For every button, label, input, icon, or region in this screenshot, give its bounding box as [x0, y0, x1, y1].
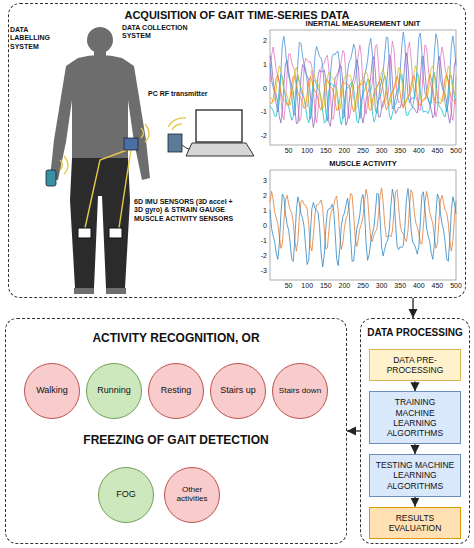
activity-circle: Stairs down: [272, 363, 328, 419]
activity-circle: Resting: [148, 363, 204, 419]
panel-heading: FREEZING OF GAIT DETECTION: [6, 433, 346, 447]
activity-circle: Stairs up: [210, 363, 266, 419]
axis-tick: 350: [394, 282, 406, 289]
axis-tick: 100: [301, 147, 313, 154]
chart-frames: [270, 30, 456, 280]
activity-label: Stairs down: [279, 387, 321, 396]
process-label: TESTING MACHINE LEARNING ALGORITHMS: [374, 460, 456, 491]
process-label: DATA PRE-PROCESSING: [374, 355, 456, 375]
axis-tick: -2: [261, 132, 267, 139]
chart-title: INERTIAL MEASUREMENT UNIT: [306, 20, 421, 28]
process-box: RESULTS EVALUATION: [369, 507, 461, 539]
chart-title: MUSCLE ACTIVITY: [329, 160, 397, 168]
panel-heading: ACTIVITY RECOGNITION, OR: [6, 331, 346, 345]
axis-tick: 200: [339, 282, 351, 289]
axis-tick: 50: [285, 282, 293, 289]
axis-tick: 400: [413, 282, 425, 289]
axis-tick: 500: [450, 282, 462, 289]
axis-tick: 300: [376, 147, 388, 154]
axis-tick: 250: [357, 282, 369, 289]
process-label: RESULTS EVALUATION: [374, 513, 456, 533]
axis-tick: 450: [432, 147, 444, 154]
axis-tick: 100: [301, 282, 313, 289]
axis-tick: -2: [261, 252, 267, 259]
signal-trace: [270, 189, 456, 268]
imu-signal: [270, 32, 456, 127]
process-text-group: RESULTS EVALUATION: [374, 513, 456, 533]
process-label: TRAINING MACHINE LEARNING ALGORITHMS: [374, 397, 456, 438]
axis-tick: 200: [339, 147, 351, 154]
axis-tick: 450: [432, 282, 444, 289]
callout-label: DATA LABELLING SYSTEM: [10, 26, 68, 51]
flow-arrow: [412, 298, 413, 318]
process-box: TESTING MACHINE LEARNING ALGORITHMS: [369, 454, 461, 497]
signal-trace: [270, 65, 456, 109]
activity-label: Walking: [36, 386, 68, 396]
activity-circle: Walking: [24, 363, 80, 419]
flow-arrow: [414, 497, 415, 507]
axis-tick: 1: [263, 207, 267, 214]
axis-tick: 50: [285, 147, 293, 154]
axis-tick: 1: [263, 60, 267, 67]
axis-tick: -1: [261, 108, 267, 115]
dashed-panel: ACTIVITY RECOGNITION, OR FREEZING OF GAIT…: [5, 318, 347, 544]
activity-circle: FOG: [98, 467, 154, 523]
callout-label: DATA COLLECTION SYSTEM: [122, 24, 194, 41]
laptop: [168, 110, 254, 156]
axis-tick: 400: [413, 147, 425, 154]
axis-tick: 3: [263, 177, 267, 184]
process-text-group: DATA PRE-PROCESSING: [374, 355, 456, 375]
process-box: DATA PRE-PROCESSING: [369, 349, 461, 381]
axis-tick: 500: [450, 147, 462, 154]
axis-tick: 300: [376, 282, 388, 289]
callout-label: PC RF transmitter: [148, 90, 228, 98]
activity-label: FOG: [116, 490, 136, 500]
flow-arrow: [414, 444, 415, 454]
process-text-group: TESTING MACHINE LEARNING ALGORITHMS: [374, 460, 456, 491]
human-figure: [50, 27, 150, 294]
signal-trace: [270, 75, 456, 112]
activity-label: Resting: [161, 386, 192, 396]
activity-label: Other activities: [168, 486, 216, 504]
activity-label: Stairs up: [220, 386, 256, 396]
signal-trace: [270, 41, 456, 123]
process-text-group: TRAINING MACHINE LEARNING ALGORITHMS: [374, 397, 456, 438]
axis-tick: 0: [263, 222, 267, 229]
sensors: [46, 138, 138, 238]
axis-tick: 150: [320, 147, 332, 154]
signal-trace: [270, 73, 456, 125]
activity-circle: Other activities: [164, 467, 220, 523]
signal-trace: [270, 32, 456, 121]
axis-tick: 150: [320, 282, 332, 289]
callout-label: 6D IMU SENSORS (3D accel + 3D gyro) & ST…: [134, 198, 234, 223]
muscle-signal: [270, 188, 456, 267]
process-box: TRAINING MACHINE LEARNING ALGORITHMS: [369, 391, 461, 444]
activity-label: Running: [97, 386, 131, 396]
axis-tick: 0: [263, 84, 267, 91]
axis-tick: -3: [261, 267, 267, 274]
axis-tick: -1: [261, 237, 267, 244]
axis-tick: 250: [357, 147, 369, 154]
panel-heading: DATA PROCESSING: [361, 327, 469, 338]
axis-tick: 2: [263, 192, 267, 199]
flow-arrow: [347, 430, 360, 431]
flow-arrow: [414, 381, 415, 391]
axis-tick: 350: [394, 147, 406, 154]
axis-tick: 2: [263, 37, 267, 44]
dashed-panel: DATA PROCESSING DATA PRE-PROCESSING TRAINI…: [360, 318, 470, 544]
activity-circle: Running: [86, 363, 142, 419]
